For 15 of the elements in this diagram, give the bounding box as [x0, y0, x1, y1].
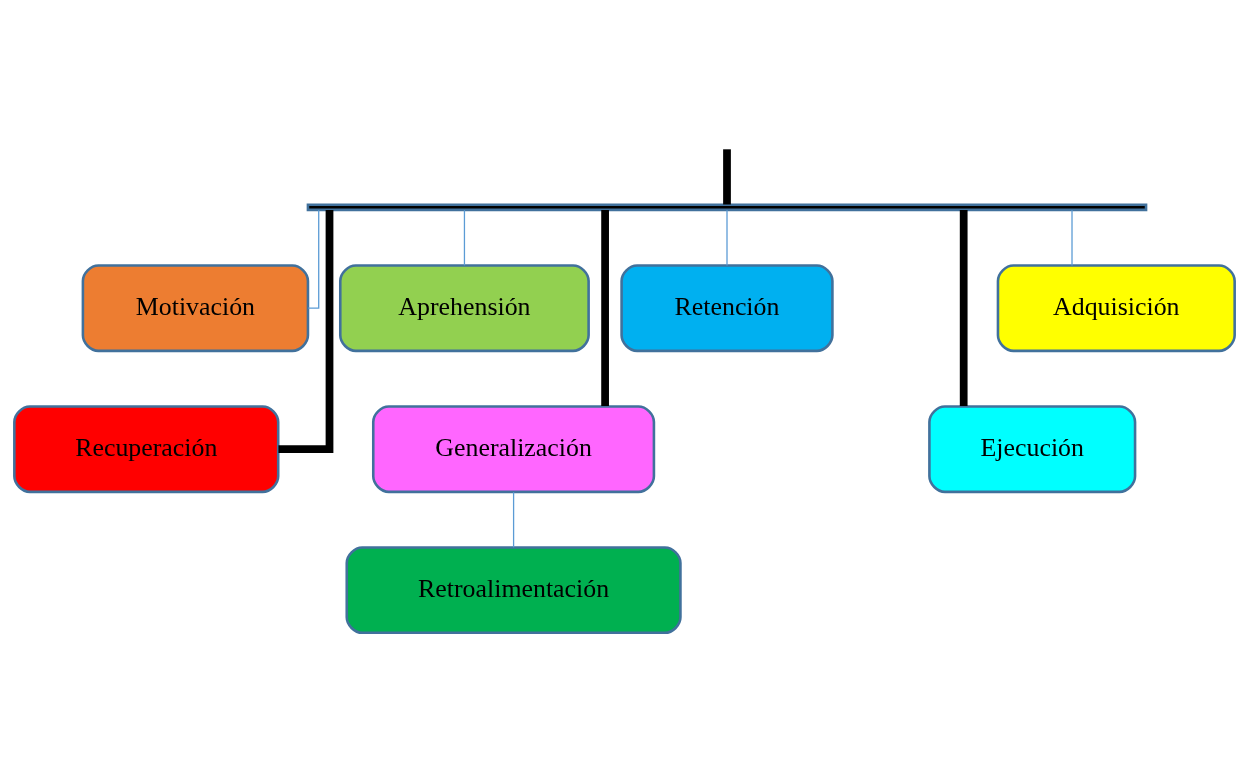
- node-box: Retroalimentación: [345, 545, 682, 634]
- node-box: Generalización: [371, 404, 656, 493]
- node-box: Aprehensión: [339, 263, 590, 352]
- node-box: Recuperación: [13, 404, 280, 493]
- connector: [1071, 209, 1073, 266]
- connector: [463, 209, 466, 266]
- connector: [512, 491, 515, 548]
- connector: [723, 148, 731, 204]
- node-bar: [306, 202, 1148, 211]
- node-box: Ejecución: [928, 404, 1137, 493]
- connector: [307, 209, 320, 309]
- node-box: Retención: [620, 263, 834, 352]
- connector: [726, 209, 728, 266]
- node-box: Motivación: [81, 263, 310, 352]
- node-box: Adquisición: [996, 263, 1236, 352]
